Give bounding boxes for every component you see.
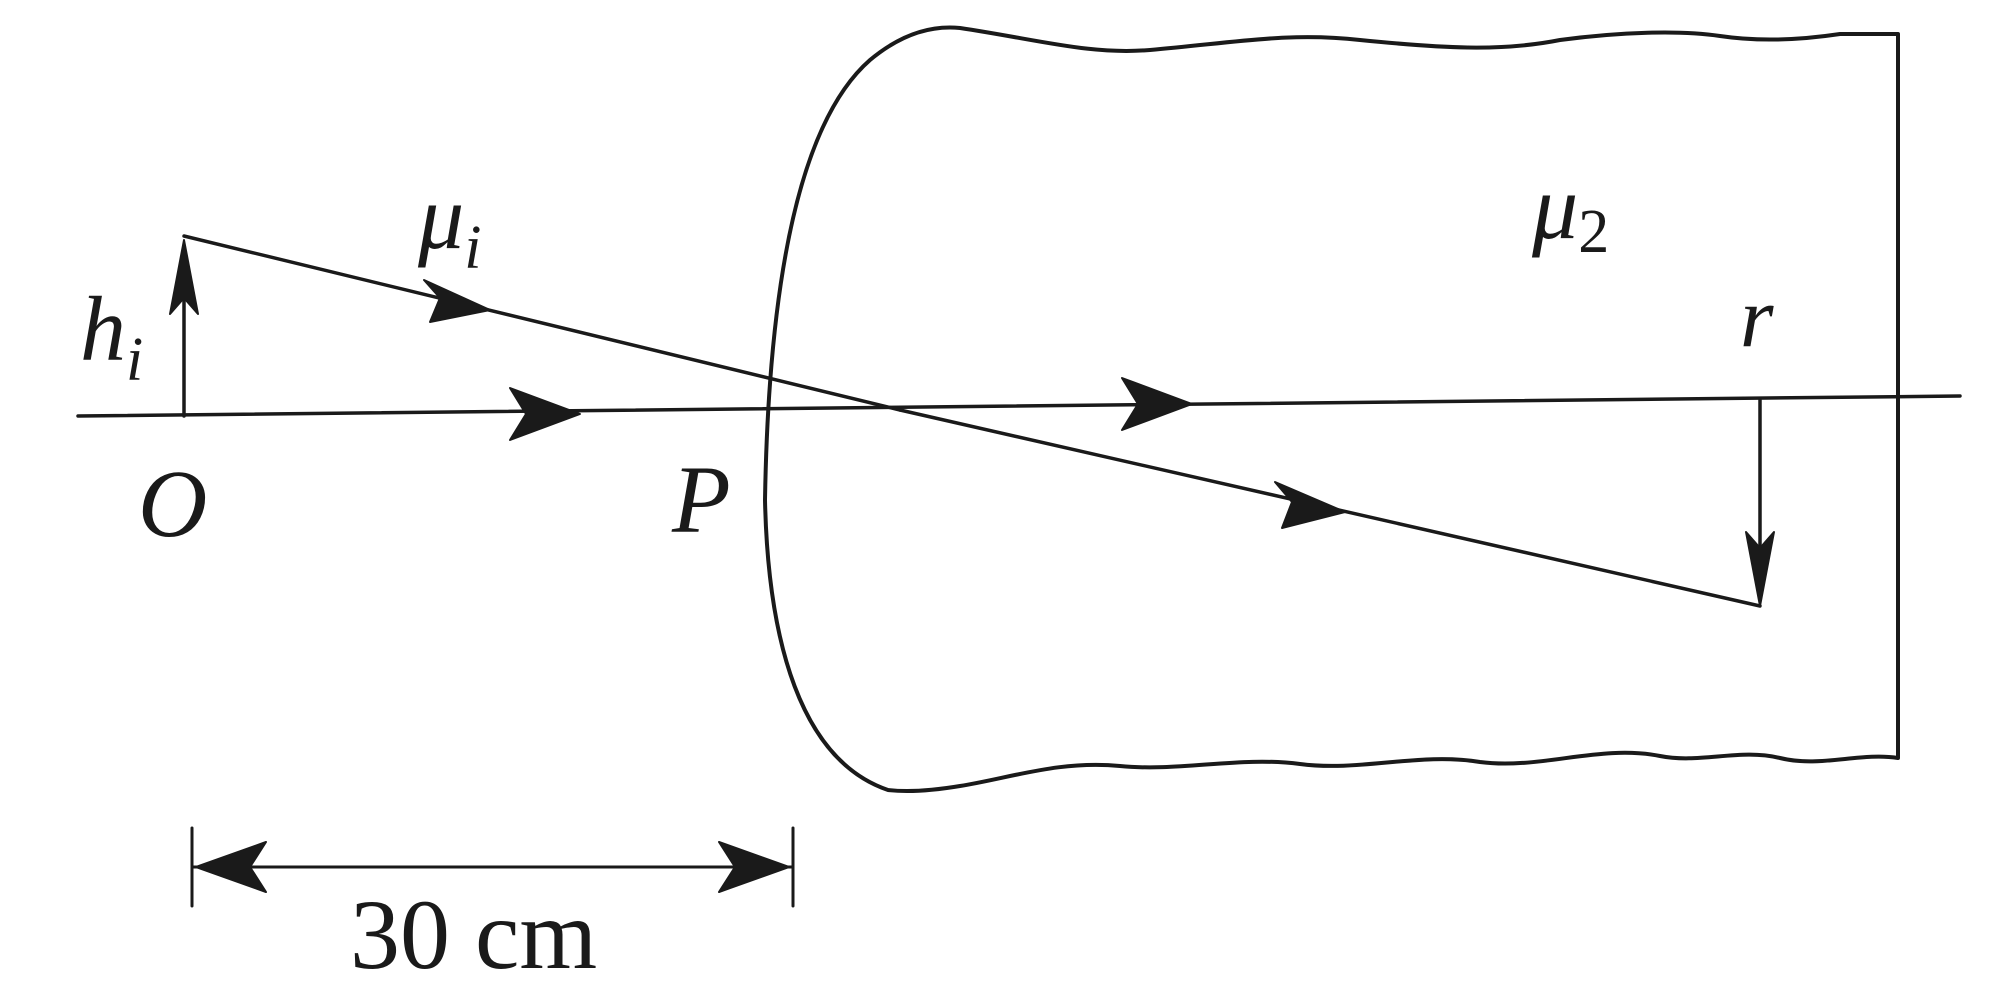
label-radius: r [1740, 269, 1774, 365]
distance-arrow-left [195, 841, 267, 893]
medium-2-block [763, 25, 1900, 793]
label-object-point: O [138, 450, 207, 557]
axial-ray-arrow-1 [509, 387, 581, 441]
label-medium-2: μ2 [1531, 156, 1609, 266]
label-distance: 30 cm [350, 879, 597, 990]
label-pole: P [671, 446, 731, 553]
oblique-ray-arrow-1 [423, 279, 491, 323]
object-arrow-head [169, 239, 199, 315]
principal-axis [76, 394, 1962, 418]
distance-arrow-right [718, 841, 790, 893]
oblique-ray-incident [182, 234, 902, 412]
label-object-height: hi [80, 278, 143, 394]
oblique-ray-arrow-2 [1274, 481, 1346, 529]
image-arrow-head [1745, 531, 1775, 607]
label-medium-1: μi [417, 166, 481, 282]
axial-ray-arrow-2 [1121, 377, 1193, 431]
